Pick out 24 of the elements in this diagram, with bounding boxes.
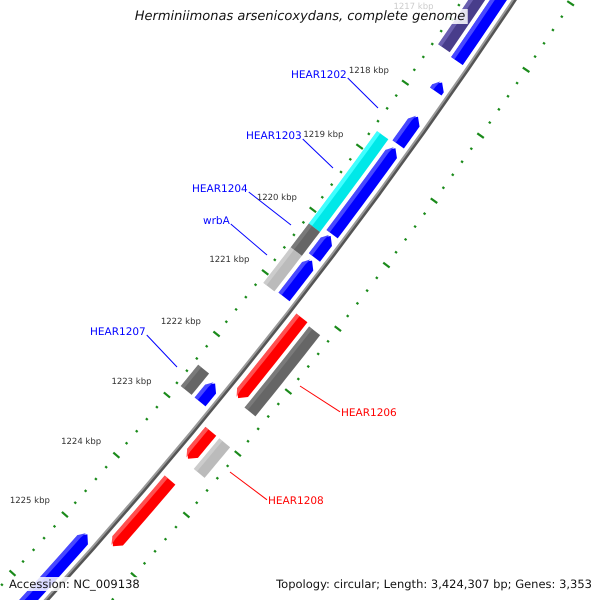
footer-text: Accession: NC_009138 xyxy=(9,577,140,591)
gene-label: HEAR1207 xyxy=(90,326,146,338)
leader-line xyxy=(146,334,178,368)
tick-label: 1222 kbp xyxy=(160,316,201,327)
gene-label: HEAR1208 xyxy=(268,495,324,507)
tick-label: 1218 kbp xyxy=(348,66,389,76)
tick-label: 1219 kbp xyxy=(303,130,344,140)
tick-label: 1220 kbp xyxy=(256,192,297,203)
gene-label: HEAR1202 xyxy=(291,69,347,81)
leader-line xyxy=(302,138,334,168)
tick-label: 1223 kbp xyxy=(111,377,152,388)
tick-label: 1224 kbp xyxy=(61,437,102,448)
leader-line xyxy=(230,472,268,500)
leader-line xyxy=(347,78,378,108)
leader-line xyxy=(248,192,292,226)
tick-label: 1225 kbp xyxy=(10,496,50,506)
gene-label: HEAR1204 xyxy=(192,183,248,195)
gene-label: wrbA xyxy=(203,215,230,227)
leader-line xyxy=(230,224,268,256)
footer-text: Topology: circular; Length: 3,424,307 bp; Genes: 3,353 xyxy=(276,577,592,591)
leader-line xyxy=(300,386,340,412)
tick-label: 1221 kbp xyxy=(209,255,250,266)
gene-label: HEAR1206 xyxy=(341,407,397,419)
gene-label: HEAR1203 xyxy=(246,130,302,142)
